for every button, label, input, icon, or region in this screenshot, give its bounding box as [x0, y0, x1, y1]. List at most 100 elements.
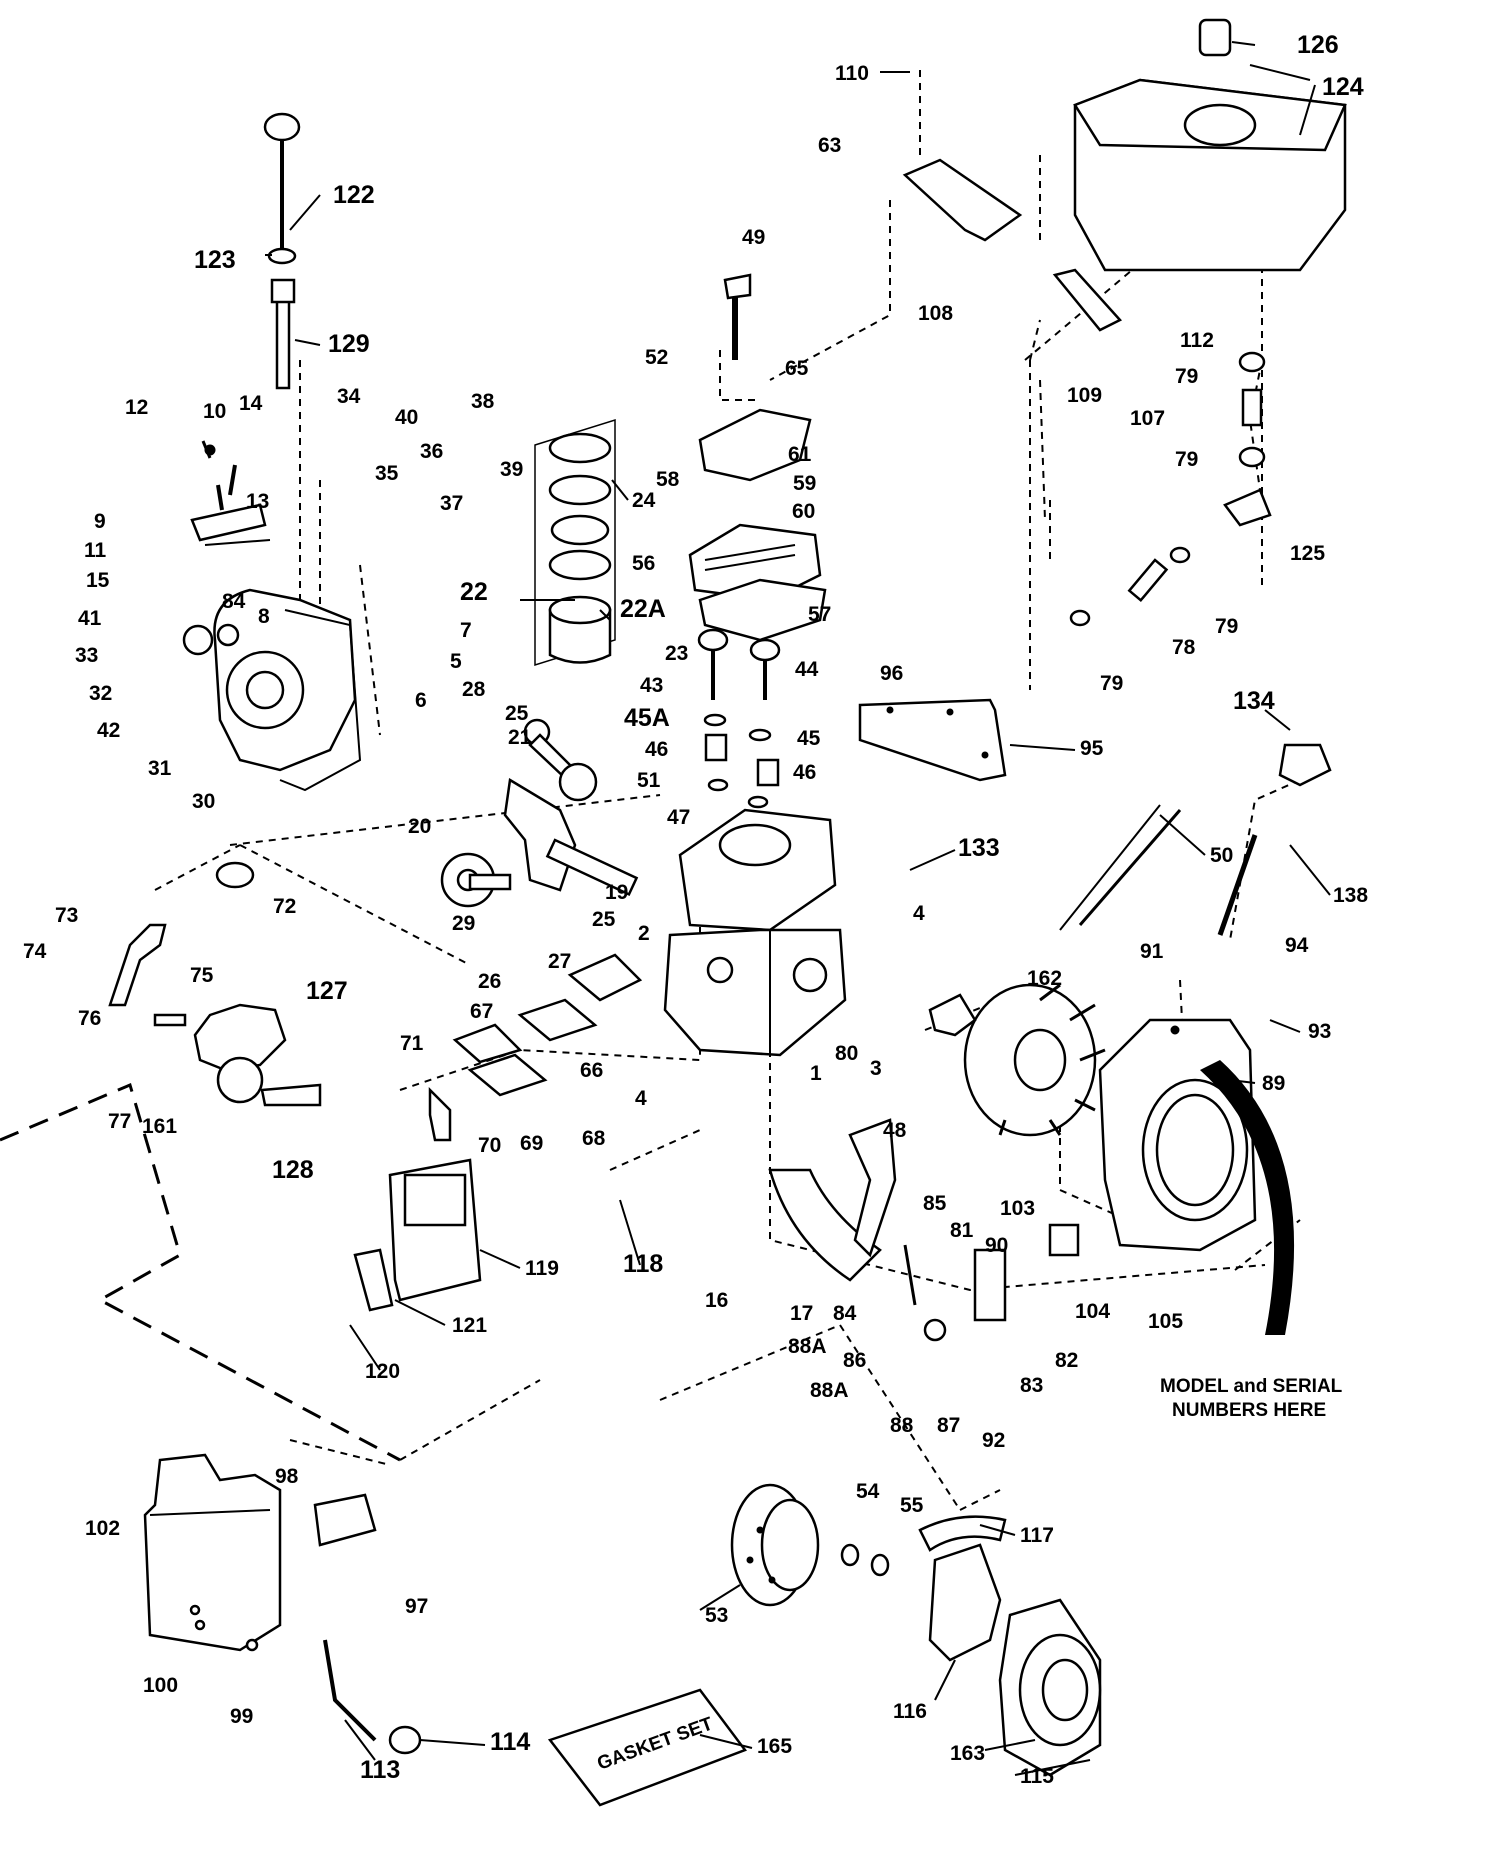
choke-parts — [323, 1639, 422, 1755]
label-60: 60 — [792, 500, 815, 523]
muffler-heat-shield — [143, 1453, 377, 1652]
label-112: 112 — [1180, 329, 1214, 352]
label-98: 98 — [275, 1465, 299, 1488]
label-48: 48 — [883, 1119, 907, 1142]
blower-housing — [1098, 1018, 1257, 1252]
label-42: 42 — [97, 719, 120, 742]
label-79-a: 79 — [1175, 365, 1198, 388]
cam-gear — [440, 852, 512, 908]
label-94: 94 — [1285, 934, 1309, 957]
label-70: 70 — [478, 1134, 501, 1157]
label-81: 81 — [950, 1219, 974, 1242]
label-27: 27 — [548, 950, 571, 973]
label-41: 41 — [78, 607, 102, 630]
label-2: 2 — [638, 922, 650, 945]
label-23: 23 — [665, 642, 688, 665]
label-102: 102 — [85, 1517, 120, 1540]
label-89: 89 — [1262, 1072, 1285, 1095]
label-38: 38 — [471, 390, 495, 413]
model-serial-note: MODEL and SERIAL NUMBERS HERE — [1160, 1376, 1343, 1421]
label-107: 107 — [1130, 407, 1165, 430]
label-129: 129 — [328, 330, 370, 358]
label-88A-upper: 88A — [788, 1335, 827, 1358]
label-88A-lower: 88A — [810, 1379, 849, 1402]
label-12: 12 — [125, 396, 148, 419]
gasket-set-envelope: GASKET SET — [547, 1688, 747, 1807]
label-4-upper: 4 — [913, 902, 925, 925]
leader-lines — [265, 41, 1331, 1776]
label-75: 75 — [190, 964, 214, 987]
label-58: 58 — [656, 468, 680, 491]
label-19: 19 — [605, 881, 628, 904]
label-9: 9 — [94, 510, 106, 533]
label-95: 95 — [1080, 737, 1104, 760]
label-127: 127 — [306, 977, 348, 1005]
label-84-upper: 84 — [222, 590, 246, 613]
label-16: 16 — [705, 1289, 728, 1312]
label-55: 55 — [900, 1494, 924, 1517]
label-86: 86 — [843, 1349, 866, 1372]
label-39: 39 — [500, 458, 523, 481]
label-117: 117 — [1020, 1524, 1054, 1547]
cylinder-block — [663, 808, 847, 1057]
label-110: 110 — [835, 62, 869, 85]
label-59: 59 — [793, 472, 816, 495]
label-29: 29 — [452, 912, 475, 935]
label-45: 45 — [797, 727, 821, 750]
label-133: 133 — [958, 834, 1000, 862]
label-72: 72 — [273, 895, 296, 918]
label-61: 61 — [788, 443, 812, 466]
label-6: 6 — [415, 689, 427, 712]
label-13: 13 — [246, 490, 269, 513]
label-4-lower: 4 — [635, 1087, 647, 1110]
label-113: 113 — [360, 1756, 400, 1784]
model-serial-line1: MODEL and SERIAL — [1160, 1376, 1343, 1397]
label-85: 85 — [923, 1192, 947, 1215]
label-138: 138 — [1333, 884, 1368, 907]
rotating-screen — [730, 1483, 890, 1607]
label-71: 71 — [400, 1032, 424, 1055]
label-63: 63 — [818, 134, 841, 157]
governor-control — [1059, 743, 1332, 936]
label-118: 118 — [623, 1250, 663, 1278]
label-47: 47 — [667, 806, 690, 829]
label-134: 134 — [1233, 687, 1275, 715]
label-83: 83 — [1020, 1374, 1043, 1397]
rewind-starter-housing — [918, 1515, 1102, 1777]
label-57: 57 — [808, 603, 831, 626]
intake-gaskets — [428, 953, 643, 1142]
label-99: 99 — [230, 1705, 253, 1728]
crankcase-cover — [182, 588, 362, 792]
cylinder-shield — [858, 698, 1007, 782]
piston-and-rings — [534, 418, 616, 667]
label-121: 121 — [452, 1314, 487, 1337]
model-serial-line2: NUMBERS HERE — [1172, 1400, 1326, 1421]
cylinder-baffle — [768, 1118, 897, 1282]
label-126: 126 — [1297, 31, 1339, 59]
label-93: 93 — [1308, 1020, 1331, 1043]
label-125: 125 — [1290, 542, 1325, 565]
label-46-left: 46 — [645, 738, 668, 761]
governor-linkage-parts — [190, 440, 271, 546]
label-22: 22 — [460, 578, 488, 606]
label-17: 17 — [790, 1302, 813, 1325]
label-51: 51 — [637, 769, 661, 792]
label-67: 67 — [470, 1000, 493, 1023]
label-77: 77 — [108, 1110, 131, 1133]
label-116: 116 — [893, 1700, 927, 1723]
label-37: 37 — [440, 492, 463, 515]
label-114: 114 — [490, 1728, 530, 1756]
label-25-lower: 25 — [592, 908, 616, 931]
label-79-c: 79 — [1215, 615, 1238, 638]
muffler — [353, 1158, 482, 1312]
label-88: 88 — [890, 1414, 914, 1437]
label-46-right: 46 — [793, 761, 816, 784]
label-25-upper: 25 — [505, 702, 529, 725]
label-123: 123 — [194, 246, 236, 274]
label-3: 3 — [870, 1057, 882, 1080]
label-97: 97 — [405, 1595, 428, 1618]
label-31: 31 — [148, 757, 172, 780]
label-84-lower: 84 — [833, 1302, 857, 1325]
label-105: 105 — [1148, 1310, 1183, 1333]
label-1: 1 — [810, 1062, 822, 1085]
